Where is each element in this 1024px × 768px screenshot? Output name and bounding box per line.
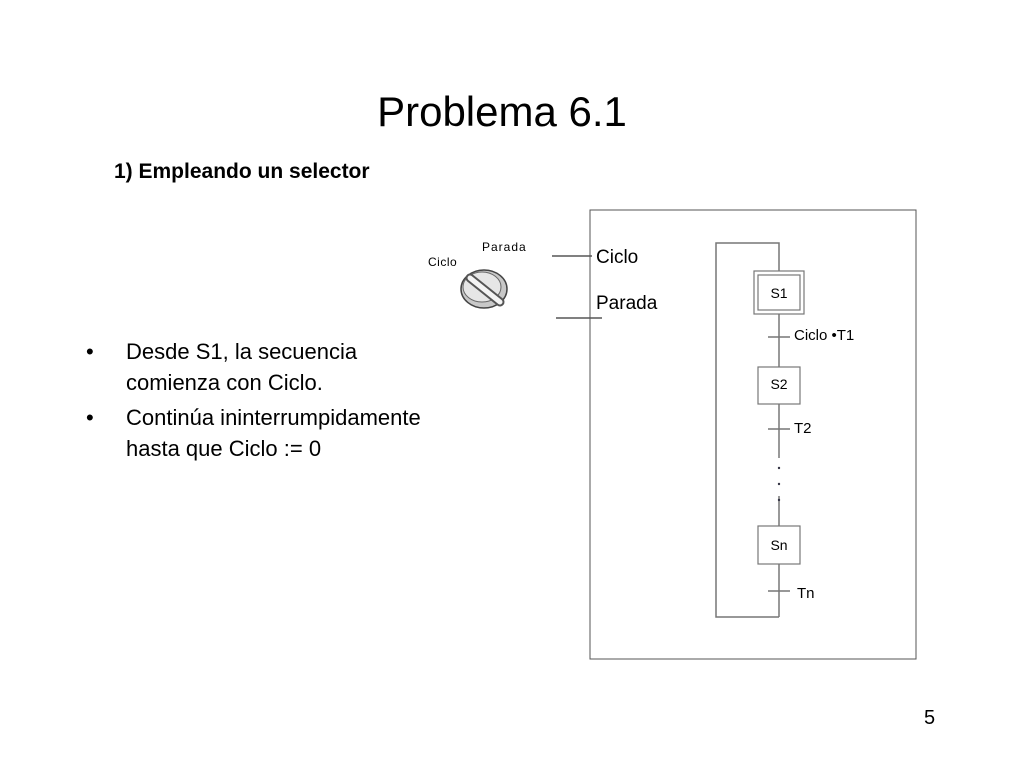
diagram-frame bbox=[589, 209, 917, 660]
selector-label-ciclo: Ciclo bbox=[428, 255, 457, 269]
bullet-dot-icon: • bbox=[86, 339, 94, 364]
continuation-dots bbox=[777, 466, 781, 502]
input-label-parada: Parada bbox=[596, 293, 658, 314]
step-label-s1: S1 bbox=[770, 285, 787, 301]
step-box-s2 bbox=[757, 366, 801, 405]
bullet-item: • Desde S1, la secuencia comienza con Ci… bbox=[86, 336, 486, 398]
bullet-list: • Desde S1, la secuencia comienza con Ci… bbox=[86, 336, 486, 468]
bullet-text-line: Desde S1, la secuencia bbox=[126, 339, 358, 364]
bullet-text-line: comienza con Ciclo. bbox=[126, 370, 323, 395]
step-label-s2: S2 bbox=[770, 376, 787, 392]
step-box-s1-inner bbox=[757, 274, 801, 311]
step-box-sn bbox=[757, 525, 801, 565]
selector-label-parada: Parada bbox=[482, 240, 527, 254]
bullet-dot-icon: • bbox=[86, 405, 94, 430]
bullet-text-line: Continúa ininterrumpidamente bbox=[126, 405, 421, 430]
transition-label-2: T2 bbox=[794, 420, 812, 437]
transition-label-1: Ciclo •T1 bbox=[794, 327, 854, 344]
bullet-item: • Continúa ininterrumpidamente hasta que… bbox=[86, 402, 486, 464]
slide-title: Problema 6.1 bbox=[377, 88, 627, 135]
transition-label-n: Tn bbox=[797, 585, 815, 602]
loop-back-line bbox=[715, 242, 780, 618]
slide-subtitle: 1) Empleando un selector bbox=[114, 160, 370, 183]
page-number: 5 bbox=[924, 707, 936, 729]
bullet-text-line: hasta que Ciclo := 0 bbox=[126, 436, 322, 461]
step-label-sn: Sn bbox=[770, 537, 787, 553]
selector-switch-icon bbox=[460, 269, 508, 309]
input-label-ciclo: Ciclo bbox=[596, 247, 638, 268]
